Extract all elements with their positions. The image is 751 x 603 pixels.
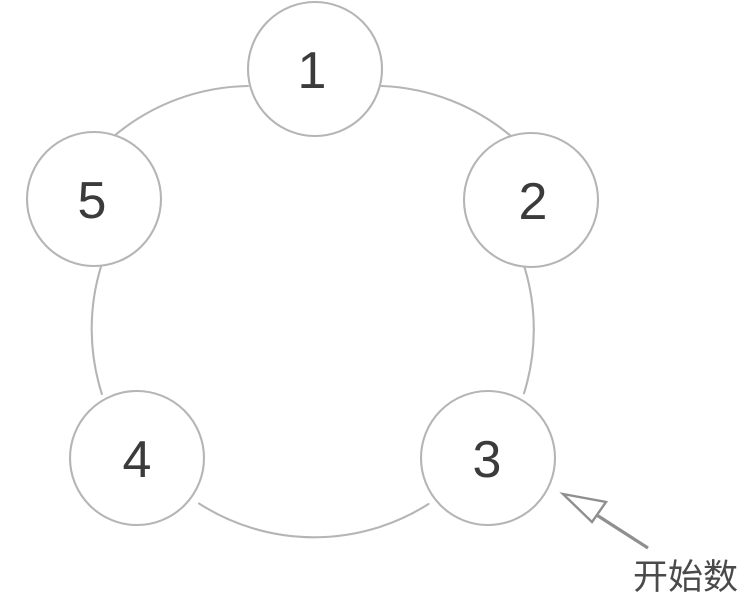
node-2-label: 2 xyxy=(519,173,548,231)
node-5-label: 5 xyxy=(78,172,107,230)
node-3-label: 3 xyxy=(473,431,502,489)
edge-5-1 xyxy=(112,84,250,138)
ring-node-labels: 1 2 3 4 5 xyxy=(78,42,548,489)
edge-3-4 xyxy=(197,502,430,539)
node-1-circle[interactable] xyxy=(246,0,384,138)
arrow-head-icon xyxy=(559,492,609,524)
node-3-circle[interactable] xyxy=(419,389,557,527)
node-1-label: 1 xyxy=(298,42,327,100)
node-4-circle[interactable] xyxy=(68,389,206,527)
arrow-shaft-line xyxy=(591,510,649,550)
node-5-circle[interactable] xyxy=(25,130,163,268)
ring-connections xyxy=(90,84,535,539)
node-2-circle[interactable] xyxy=(462,131,600,269)
start-annotation-label: 开始数 xyxy=(633,558,738,598)
node-4-label: 4 xyxy=(123,431,152,489)
edge-4-5 xyxy=(90,265,103,396)
ring-nodes xyxy=(25,0,600,527)
edge-2-3 xyxy=(522,266,535,395)
start-pointer-arrow xyxy=(559,492,649,550)
edge-1-2 xyxy=(380,84,514,139)
